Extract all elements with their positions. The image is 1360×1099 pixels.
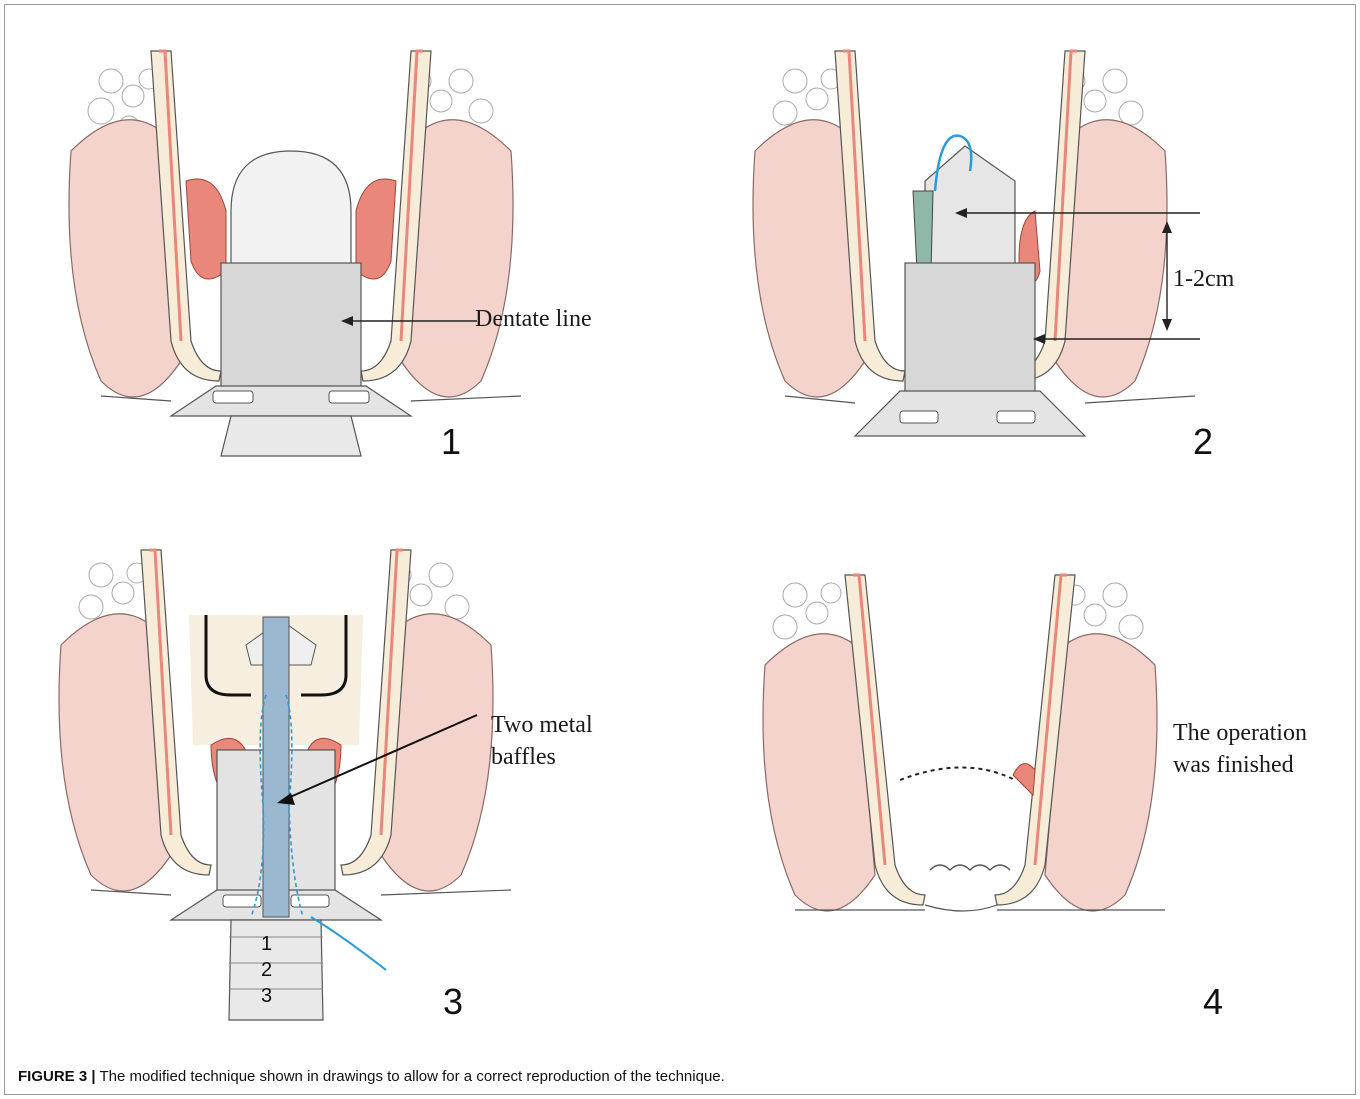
panel-1: Dentate line 1: [41, 41, 661, 481]
dilator-dome: [231, 151, 351, 266]
panel-2-illustration: [735, 41, 1335, 481]
label-finished: was finished: [1173, 751, 1294, 780]
anal-sleeve-2: [905, 263, 1035, 393]
label-distance: 1-2cm: [1173, 265, 1234, 294]
hemorrhoid-tissue-right: [356, 179, 396, 279]
panel-4: The operation was finished 4: [735, 545, 1335, 1025]
panel-number-4: 4: [1203, 981, 1223, 1023]
panel-number-3: 3: [443, 981, 463, 1023]
forceps-clamp: [913, 191, 933, 271]
scale-mark-2: 2: [261, 959, 272, 982]
label-operation: The operation: [1173, 719, 1307, 748]
panel-4-illustration: [735, 545, 1335, 1025]
label-baffles: baffles: [491, 743, 556, 772]
panel-2: 1-2cm 2: [735, 41, 1335, 481]
anal-sleeve: [221, 263, 361, 393]
caption-label: FIGURE 3 |: [18, 1068, 96, 1085]
figure-caption: FIGURE 3 | The modified technique shown …: [18, 1068, 725, 1085]
hemorrhoid-tissue-left: [186, 179, 226, 279]
sleeve-flange: [171, 386, 411, 416]
panel-number-1: 1: [441, 421, 461, 463]
scale-mark-3: 3: [261, 985, 272, 1008]
caption-text: The modified technique shown in drawings…: [96, 1068, 725, 1085]
label-dentate-line: Dentate line: [475, 305, 592, 334]
label-two-metal: Two metal: [491, 711, 593, 740]
scale-mark-1: 1: [261, 933, 272, 956]
panel-number-2: 2: [1193, 421, 1213, 463]
figure-frame: Dentate line 1: [4, 4, 1356, 1095]
panel-3-illustration: [41, 545, 661, 1025]
panel-3: 1 2 3 Two metal baffles 3: [41, 545, 661, 1025]
panel-1-illustration: [41, 41, 661, 481]
staple-line: [900, 768, 1015, 781]
central-rod: [263, 617, 289, 917]
graduated-tube: [229, 920, 323, 1020]
anal-verge-folds: [930, 865, 1010, 870]
